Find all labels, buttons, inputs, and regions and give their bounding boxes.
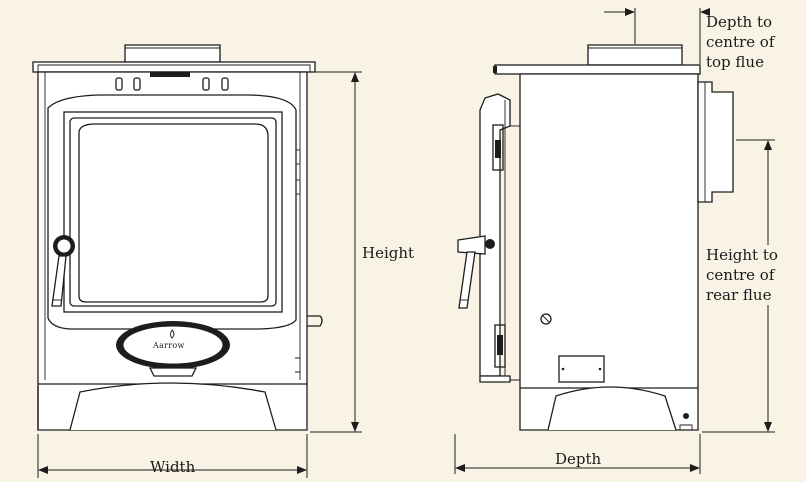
depth-label: Depth [555, 450, 602, 468]
side-door-profile [479, 93, 511, 377]
front-air-slots [115, 72, 229, 91]
width-label: Width [150, 458, 196, 476]
front-top-plate [32, 61, 316, 73]
side-body [519, 73, 699, 431]
door-frame [63, 111, 283, 313]
front-view [32, 44, 323, 431]
front-door [47, 94, 297, 330]
height-label: Height [362, 244, 415, 262]
side-view [457, 44, 734, 431]
depth-dimension [454, 434, 701, 474]
front-door-handle [51, 235, 75, 307]
depth-top-flue-dimension [604, 8, 710, 64]
side-rear-flue [697, 81, 734, 203]
side-top-plate [494, 64, 701, 75]
side-door-handle [457, 235, 495, 309]
rating-plate [558, 355, 605, 383]
brand-plate-text: Aarrow [153, 341, 185, 350]
width-dimension [37, 434, 308, 478]
door-glass [78, 123, 269, 303]
depth-to-top-flue-label: Depth to centre of top flue [706, 13, 775, 71]
side-control-knob [540, 313, 552, 325]
side-base-arch [547, 386, 677, 431]
height-to-rear-flue-label: Height to centre of rear flue [706, 245, 778, 305]
height-dimension [310, 71, 362, 433]
front-base-arch [69, 382, 277, 431]
